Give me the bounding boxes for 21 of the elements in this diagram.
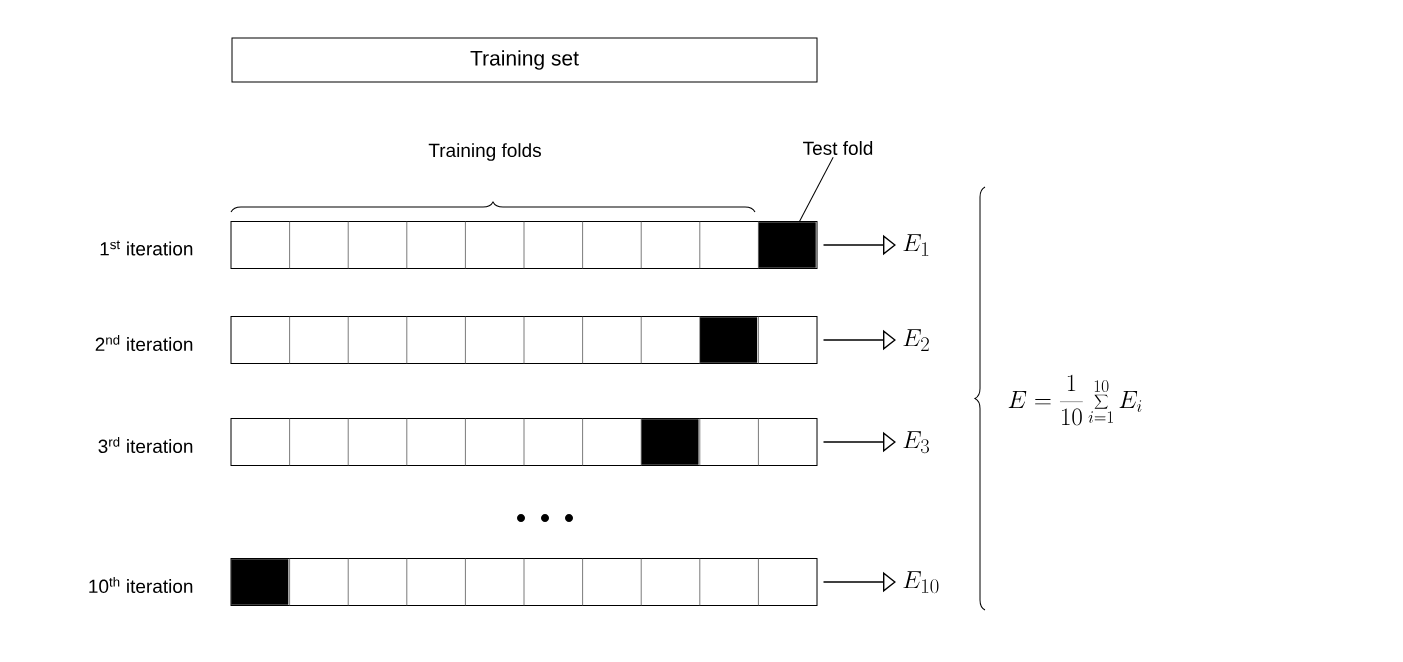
test-fold-cell <box>758 222 816 268</box>
error-term: $E_{1}$ <box>903 234 929 256</box>
fold-row <box>230 558 818 606</box>
fold-row <box>230 221 818 269</box>
leader-line <box>798 156 834 223</box>
iteration-label: 10$^{th}$ iteration <box>89 576 193 594</box>
test-fold-cell <box>700 317 758 363</box>
fold-row <box>230 316 818 364</box>
iteration-label: 1$^{st}$ iteration <box>100 240 193 256</box>
fold-row <box>230 418 818 466</box>
test-fold-cell <box>641 419 699 465</box>
iteration-label: 2$^{nd}$ iteration <box>95 334 193 352</box>
brace-label: Training folds <box>428 143 541 161</box>
test-fold-cell <box>231 559 289 605</box>
error-term: $E_{2}$ <box>903 329 929 351</box>
callout-text: Test fold <box>803 141 873 155</box>
error-term: $E_{10}$ <box>903 571 939 594</box>
iteration-label: 3$^{rd}$ iteration <box>98 436 193 454</box>
error-term: $E_{3}$ <box>903 431 930 454</box>
training-set-box: Training set <box>231 37 818 83</box>
average-formula: $E = \frac{1}{10}\sum_{i=1}^{10} E_i$ <box>1008 374 1142 426</box>
